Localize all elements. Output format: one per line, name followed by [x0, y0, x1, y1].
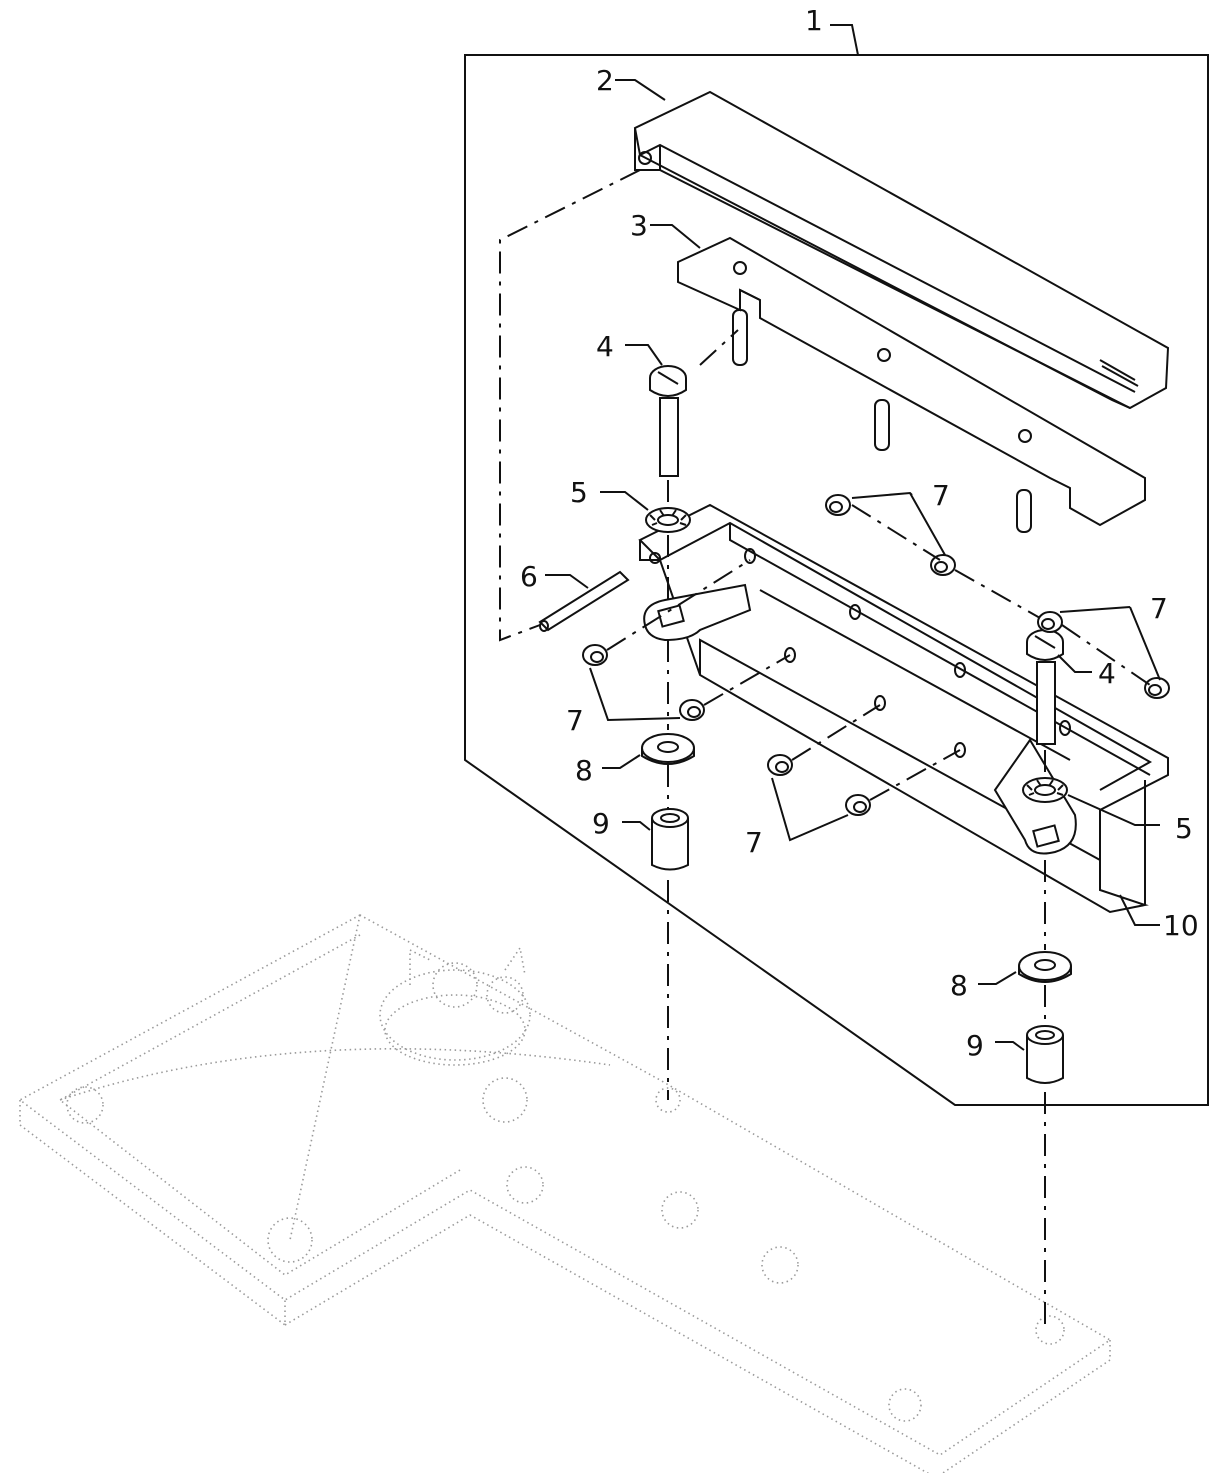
plate-part: 3 [630, 209, 1146, 533]
insert [825, 494, 851, 516]
housing-holes [744, 548, 1071, 758]
callout-2: 2 [596, 64, 614, 97]
insert [845, 794, 871, 816]
washer-left: 8 [575, 733, 695, 787]
callout-8-right: 8 [950, 969, 968, 1002]
lockwasher-left: 5 [570, 476, 691, 533]
screw-left: 4 [596, 330, 687, 477]
callout-5-right: 5 [1175, 812, 1193, 845]
spacer-left: 9 [592, 807, 689, 871]
phantom-base-plate [18, 914, 1112, 1478]
insert [1144, 677, 1170, 699]
callout-8-left: 8 [575, 754, 593, 787]
housing-part: 10 [638, 503, 1199, 942]
assembly-lines [499, 169, 1151, 1330]
callout-1: 1 [805, 4, 823, 37]
callout-9-left: 9 [592, 807, 610, 840]
callout-9-right: 9 [966, 1029, 984, 1062]
insert [930, 554, 956, 576]
assembly-boundary: 1 [464, 4, 1209, 1106]
callout-7-left: 7 [566, 704, 584, 737]
cover-part: 2 [596, 64, 1170, 410]
inserts: 7 7 7 7 [566, 479, 1170, 859]
pin-part: 6 [520, 560, 630, 632]
callout-7-top: 7 [932, 479, 950, 512]
lockwasher-right: 5 [1022, 777, 1193, 845]
screw-right: 4 [1026, 629, 1116, 745]
spacer-right: 9 [966, 1025, 1064, 1084]
callout-4-lower: 4 [1098, 657, 1116, 690]
insert [679, 699, 705, 721]
insert [767, 754, 793, 776]
callout-4-upper: 4 [596, 330, 614, 363]
insert [582, 644, 608, 666]
washer-right: 8 [950, 951, 1072, 1002]
callout-7-right: 7 [1150, 592, 1168, 625]
callout-5-left: 5 [570, 476, 588, 509]
callout-10: 10 [1163, 909, 1199, 942]
callout-7-bottom: 7 [745, 826, 763, 859]
callout-3: 3 [630, 209, 648, 242]
insert [1037, 611, 1063, 633]
callout-6: 6 [520, 560, 538, 593]
